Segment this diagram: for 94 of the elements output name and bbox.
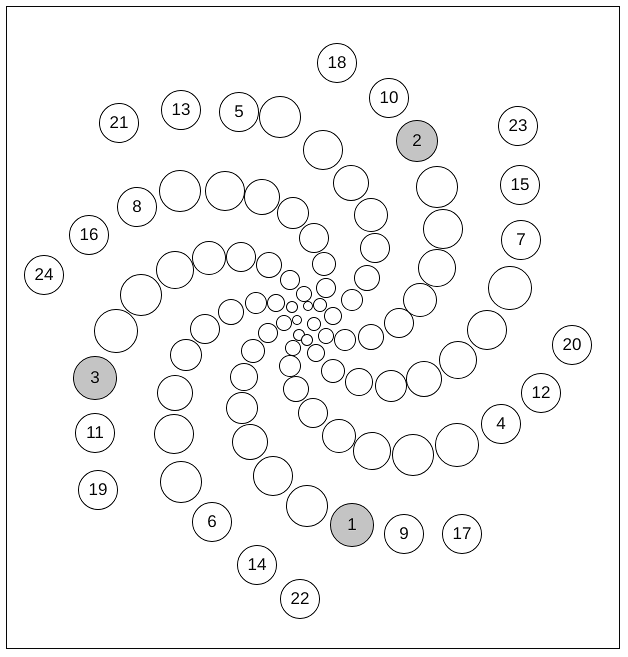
shaded-numbered-circle: 2 [396, 120, 438, 162]
circle [333, 165, 369, 201]
circle [321, 359, 345, 383]
circle [241, 339, 265, 363]
numbered-circle: 20 [552, 325, 592, 365]
circle [299, 223, 329, 253]
circle [277, 197, 309, 229]
circle [316, 278, 336, 298]
numbered-circle: 10 [369, 78, 409, 118]
circle [324, 307, 342, 325]
numbered-circle: 11 [75, 413, 115, 453]
shaded-numbered-circle: 3 [73, 356, 117, 400]
numbered-circle: 14 [237, 545, 277, 585]
circle [307, 317, 321, 331]
circle [286, 485, 328, 527]
circle [279, 355, 301, 377]
circle [318, 328, 334, 344]
circle [286, 301, 298, 313]
circle [353, 432, 391, 470]
circle [156, 251, 194, 289]
circle [226, 242, 256, 272]
numbered-circle: 16 [69, 215, 109, 255]
numbered-circle: 22 [280, 579, 320, 619]
circle [334, 329, 356, 351]
circle [280, 270, 300, 290]
circle [296, 286, 312, 302]
numbered-circle: 18 [317, 43, 357, 83]
circle [416, 166, 458, 208]
circle [375, 370, 407, 402]
circle [230, 363, 258, 391]
circle [94, 309, 138, 353]
numbered-circle: 19 [78, 470, 118, 510]
circle [313, 298, 327, 312]
circle [403, 283, 437, 317]
circle [190, 314, 220, 344]
circle [467, 310, 507, 350]
numbered-circle: 9 [384, 514, 424, 554]
circle [488, 266, 532, 310]
circle [218, 299, 244, 325]
circle [205, 171, 245, 211]
circle [157, 375, 193, 411]
numbered-circle: 17 [442, 514, 482, 554]
circle [360, 233, 390, 263]
circle [358, 324, 384, 350]
circle [244, 179, 280, 215]
circle [392, 434, 434, 476]
circle [418, 249, 456, 287]
numbered-circle: 23 [498, 106, 538, 146]
circle [435, 423, 479, 467]
circle [439, 341, 477, 379]
circle [312, 252, 336, 276]
circle [232, 424, 268, 460]
numbered-circle: 15 [500, 165, 540, 205]
numbered-circle: 4 [481, 404, 521, 444]
numbered-circle: 13 [161, 90, 201, 130]
circle [423, 209, 463, 249]
circle [159, 170, 201, 212]
circle [345, 368, 373, 396]
circle [256, 252, 282, 278]
circle [259, 96, 301, 138]
circle [293, 329, 305, 341]
circle [303, 301, 313, 311]
circle [283, 376, 309, 402]
circle [384, 308, 414, 338]
numbered-circle: 8 [117, 187, 157, 227]
circle [341, 289, 363, 311]
circle [170, 339, 202, 371]
circle [160, 461, 202, 503]
numbered-circle: 7 [501, 220, 541, 260]
numbered-circle: 24 [24, 255, 64, 295]
numbered-circle: 21 [99, 103, 139, 143]
circle [307, 344, 325, 362]
circle [301, 334, 313, 346]
circle [354, 265, 380, 291]
circle [285, 340, 301, 356]
circle [406, 361, 442, 397]
circle [226, 392, 258, 424]
circle [258, 323, 278, 343]
circle [322, 419, 356, 453]
circle [120, 274, 162, 316]
numbered-circle: 6 [192, 502, 232, 542]
numbered-circle: 5 [219, 92, 259, 132]
circle [192, 241, 226, 275]
circle [292, 315, 302, 325]
circle [253, 456, 293, 496]
numbered-circle: 12 [521, 373, 561, 413]
shaded-numbered-circle: 1 [330, 503, 374, 547]
circle [276, 315, 292, 331]
circle [354, 198, 388, 232]
circle [298, 398, 328, 428]
circle [267, 294, 285, 312]
circle [245, 292, 267, 314]
circle [303, 130, 343, 170]
circle [154, 414, 194, 454]
